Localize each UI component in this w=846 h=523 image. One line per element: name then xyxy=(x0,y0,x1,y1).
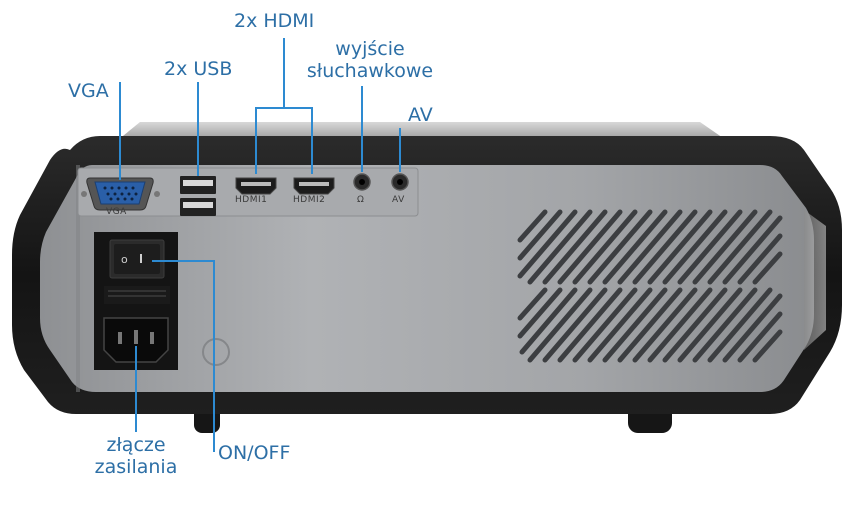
projector-top-lid xyxy=(118,122,726,140)
port-label-av: AV xyxy=(392,195,405,205)
panel-inner-ridge xyxy=(76,165,80,392)
label-power-line2: zasilania xyxy=(94,456,178,478)
label-vga: VGA xyxy=(68,80,109,102)
label-hdmi: 2x HDMI xyxy=(234,10,315,32)
screw-cap xyxy=(202,338,230,366)
port-label-headphone: Ω xyxy=(357,195,365,205)
vga-port xyxy=(81,177,160,211)
label-headphone-line1: wyjście xyxy=(335,38,405,60)
label-usb: 2x USB xyxy=(164,58,233,80)
usb-ports xyxy=(180,176,216,216)
label-power-line1: złącze xyxy=(106,434,166,456)
port-label-hdmi2: HDMI2 xyxy=(293,195,326,205)
vent-grille-lower xyxy=(517,287,783,363)
port-label-hdmi1: HDMI1 xyxy=(235,195,268,205)
label-headphone-output: wyjście słuchawkowe xyxy=(300,38,440,82)
callout-lines xyxy=(119,38,401,452)
headphone-jack xyxy=(353,173,371,191)
label-power-connector: złącze zasilania xyxy=(76,434,196,478)
svg-text:o: o xyxy=(121,253,128,266)
vent-grille-upper xyxy=(517,209,783,285)
callout-on-off xyxy=(152,260,215,452)
av-jack xyxy=(391,173,409,191)
hdmi-port-2 xyxy=(293,177,335,195)
label-on-off: ON/OFF xyxy=(218,442,291,464)
label-av: AV xyxy=(408,104,433,126)
port-label-vga: VGA xyxy=(106,207,127,217)
label-headphone-line2: słuchawkowe xyxy=(306,60,434,82)
hdmi-port-1 xyxy=(235,177,277,195)
projector-right-bevel xyxy=(804,210,826,350)
rear-panel xyxy=(40,165,814,392)
